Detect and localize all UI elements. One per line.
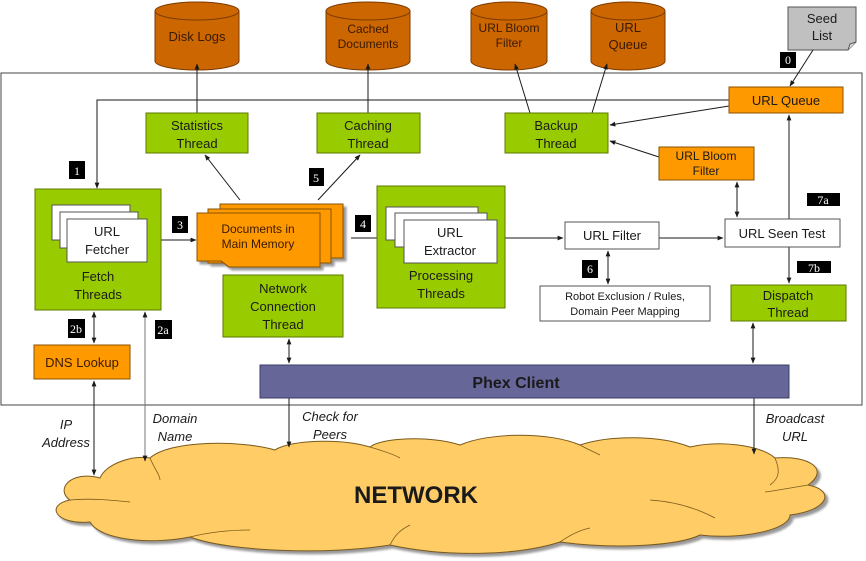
ip-address-label-1: IP [60,417,73,432]
step-labels: 0 1 2a 2b 3 4 5 6 7a 7b [68,52,840,339]
backup-thread-label-2: Thread [535,136,576,151]
network-label: NETWORK [354,482,479,509]
url-bloom-filter-storage: URL Bloom Filter [470,1,548,71]
url-bloom-filter-storage-label-2: Filter [496,36,523,50]
seed-list-label-1: Seed [807,11,837,26]
step-7b-label: 7b [808,261,820,275]
fetch-threads: URL Fetcher Fetch Threads [34,188,162,311]
url-queue-label: URL Queue [752,93,820,108]
url-filter-label: URL Filter [583,228,642,243]
arrow-backup-to-bloom-storage [514,63,531,114]
arrow-url-queue-to-backup [609,105,730,127]
url-bloom-filter: URL Bloom Filter [658,146,755,181]
url-extractor-label-1: URL [437,225,463,240]
url-bloom-filter-storage-label-1: URL Bloom [479,21,540,35]
processing-threads-label-2: Threads [417,286,465,301]
phex-client: Phex Client [259,364,790,399]
seed-list: Seed List [787,6,857,51]
step-4-label: 4 [360,217,366,231]
broadcast-url-label-2: URL [782,429,808,444]
arrow-seed-to-url-queue [789,49,814,87]
step-6-label: 6 [587,262,593,276]
broadcast-url-label-1: Broadcast [766,411,826,426]
processing-threads-label-1: Processing [409,268,473,283]
phex-client-label: Phex Client [472,375,560,392]
arrow-url-queue-to-fetcher [94,99,729,189]
url-queue-storage: URL Queue [590,1,666,71]
statistics-thread-label-1: Statistics [171,118,224,133]
domain-name-label-1: Domain [153,411,198,426]
url-bloom-filter-label-2: Filter [693,164,720,178]
documents-label-2: Main Memory [222,237,295,251]
disk-logs-storage: Disk Logs [154,1,240,71]
network-cloud [55,434,826,554]
fetch-threads-label-2: Threads [74,287,122,302]
fetch-threads-label-1: Fetch [82,269,115,284]
documents-label-1: Documents in [221,222,294,236]
check-for-peers-label-2: Peers [313,427,347,442]
ip-address-label-2: Address [41,435,90,450]
arrow-backup-to-queue-storage [591,63,608,114]
dispatch-thread-label-2: Thread [767,305,808,320]
url-queue-storage-label-1: URL [615,20,641,35]
caching-thread: Caching Thread [316,112,421,154]
cached-documents-label-2: Documents [338,37,399,51]
url-seen-test-label: URL Seen Test [739,226,826,241]
step-5-label: 5 [313,171,319,185]
arrow-documents-to-caching [317,154,361,201]
step-3-label: 3 [177,218,183,232]
seed-list-label-2: List [812,28,833,43]
url-queue-storage-label-2: Queue [608,37,647,52]
dispatch-thread-label-1: Dispatch [763,288,814,303]
url-bloom-filter-label-1: URL Bloom [676,149,737,163]
url-extractor-label-2: Extractor [424,243,477,258]
dns-lookup-label: DNS Lookup [45,355,119,370]
processing-threads: URL Extractor Processing Threads [376,185,506,309]
statistics-thread: Statistics Thread [145,112,249,154]
step-1-label: 1 [74,164,80,178]
robot-exclusion-label-2: Domain Peer Mapping [570,306,679,318]
disk-logs-label: Disk Logs [168,29,226,44]
url-filter: URL Filter [564,221,660,250]
backup-thread-label-1: Backup [534,118,577,133]
robot-exclusion-label-1: Robot Exclusion / Rules, [565,291,685,303]
backup-thread: Backup Thread [504,112,609,154]
check-for-peers-label-1: Check for [302,409,358,424]
arrow-documents-to-statistics [204,154,241,201]
url-fetcher-label-2: Fetcher [85,242,130,257]
caching-thread-label-2: Thread [347,136,388,151]
network-connection-thread: Network Connection Thread [222,274,344,338]
url-fetcher-label-1: URL [94,224,120,239]
dns-lookup: DNS Lookup [33,344,131,380]
step-7a-label: 7a [817,193,829,207]
edge-labels: IP Address Domain Name Check for Peers B… [41,409,825,450]
url-queue: URL Queue [728,86,844,114]
statistics-thread-label-2: Thread [176,136,217,151]
url-fetcher: URL Fetcher [66,218,148,263]
step-2a-label: 2a [157,323,169,337]
step-2b-label: 2b [70,322,82,336]
network-connection-label-2: Connection [250,299,316,314]
connectors [91,49,814,476]
robot-exclusion-rules: Robot Exclusion / Rules, Domain Peer Map… [539,285,711,322]
documents-in-main-memory [196,203,344,268]
cached-documents-storage: Cached Documents [325,1,411,71]
url-extractor: URL Extractor [403,219,498,264]
domain-name-label-2: Name [158,429,193,444]
arrow-bloom-to-backup [609,140,660,158]
cached-documents-label-1: Cached [347,22,388,36]
url-seen-test: URL Seen Test [724,218,841,248]
network-connection-label-1: Network [259,281,307,296]
caching-thread-label-1: Caching [344,118,392,133]
dispatch-thread: Dispatch Thread [730,284,847,322]
step-0-label: 0 [785,53,791,67]
network-connection-label-3: Thread [262,317,303,332]
